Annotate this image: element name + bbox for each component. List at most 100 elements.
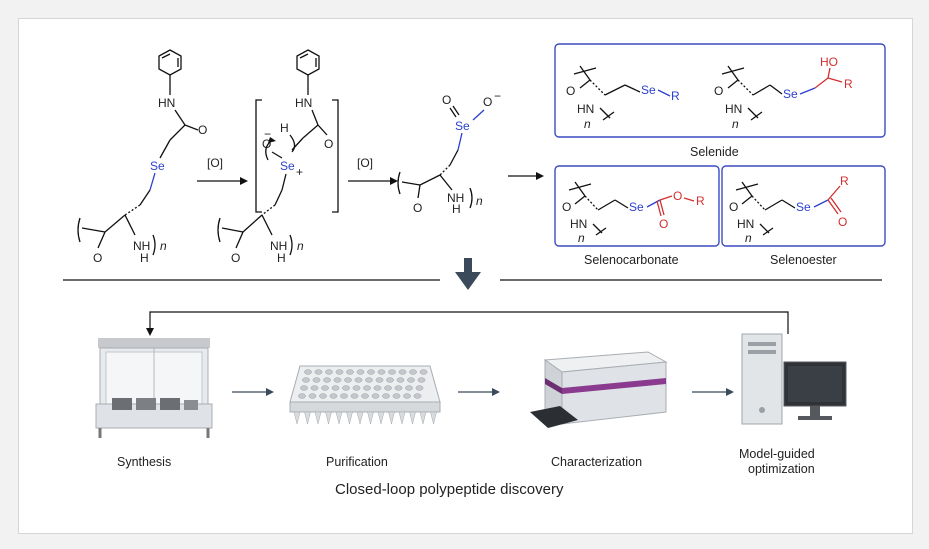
plate-well (352, 385, 361, 391)
atom-n: n (584, 117, 591, 131)
atom-o: O (729, 200, 738, 214)
atom-h: H (140, 251, 149, 265)
plate-well (392, 393, 401, 399)
plate-tip (377, 411, 385, 425)
atom-nh: NH (270, 239, 287, 253)
plate-well (407, 377, 415, 383)
selenide-box: O Se R HN n O Se HO R HN n Selenide (554, 43, 886, 159)
arrow-step-2 (458, 388, 500, 396)
atom-n: n (476, 194, 483, 208)
selenocarbonate-box: O Se O O R HN n Selenocarbonate (554, 165, 720, 267)
step-label-characterization: Characterization (551, 455, 642, 469)
plate-tip (325, 411, 332, 425)
molecule-3-seleninate: O Se O − O NH H n (397, 89, 501, 216)
plate-well (367, 369, 375, 375)
atom-o: O (442, 93, 451, 107)
atom-h: H (280, 121, 289, 135)
plate-well (361, 393, 369, 399)
atom-se: Se (629, 200, 644, 214)
plate-tip (304, 411, 311, 425)
plate-tip (293, 411, 301, 425)
plate-well (323, 377, 331, 383)
purification-plate-icon (289, 365, 441, 425)
atom-nh: NH (133, 239, 150, 253)
atom-r: R (696, 194, 705, 208)
plate-tip (419, 411, 427, 425)
plate-well (363, 385, 371, 391)
down-arrow-icon (455, 272, 481, 290)
atom-se: Se (641, 83, 656, 97)
plate-well (342, 385, 350, 391)
plate-tip (314, 411, 322, 425)
plate-well (350, 393, 359, 399)
plate-well (373, 385, 382, 391)
plate-well (354, 377, 363, 383)
bracket-left (255, 99, 262, 213)
plate-tip (346, 411, 353, 425)
atom-h: H (277, 251, 286, 265)
plate-well (302, 377, 310, 383)
atom-n: n (732, 117, 739, 131)
plate-well (304, 369, 312, 375)
atom-se: Se (150, 159, 165, 173)
atom-o: O (231, 251, 240, 265)
plate-well (300, 385, 308, 391)
atom-hn: HN (158, 96, 175, 110)
plate-well (382, 393, 390, 399)
plate-well (325, 369, 333, 375)
plate-tip (367, 411, 374, 425)
atom-n: n (160, 239, 167, 253)
plate-well (310, 385, 319, 391)
plate-well (388, 369, 396, 375)
plate-well (335, 369, 344, 375)
atom-o: O (562, 200, 571, 214)
atom-o: O (93, 251, 102, 265)
plate-tip (430, 411, 437, 425)
atom-o: O (413, 201, 422, 215)
step-label-synthesis: Synthesis (117, 455, 171, 469)
atom-o: O (566, 84, 575, 98)
plate-well (403, 393, 411, 399)
atom-h: H (452, 202, 461, 216)
plate-well (340, 393, 348, 399)
arrow-oxidation-1: [O] (197, 156, 248, 185)
feedback-loop-line (146, 311, 789, 336)
plate-well (409, 369, 417, 375)
atom-n: n (297, 239, 304, 253)
step-label-optimization-line1: Model-guided (739, 447, 815, 461)
plate-well (415, 385, 424, 391)
atom-ho: HO (820, 55, 838, 69)
plate-well (356, 369, 365, 375)
charge-plus: + (296, 165, 303, 179)
plate-well (398, 369, 407, 375)
atom-r: R (840, 174, 849, 188)
tip-row (293, 411, 437, 425)
plate-well (394, 385, 403, 391)
molecule-2-intermediate: HN O H O − Se + O NH H n (217, 49, 339, 265)
plate-well (314, 369, 323, 375)
plate-well (371, 393, 380, 399)
arrow-diversification (508, 172, 544, 180)
atom-hn: HN (570, 217, 587, 231)
atom-hn: HN (295, 96, 312, 110)
step-label-purification: Purification (326, 455, 388, 469)
atom-o-minus: O (483, 95, 492, 109)
characterization-reader-icon (530, 351, 668, 428)
plate-well (308, 393, 317, 399)
arrow-oxidation-2: [O] (348, 156, 398, 185)
plate-well (405, 385, 413, 391)
plate-well (417, 377, 426, 383)
atom-o: O (198, 123, 207, 137)
atom-se-plus: Se (280, 159, 295, 173)
atom-n: n (745, 231, 752, 245)
plate-well (386, 377, 394, 383)
atom-n: n (578, 231, 585, 245)
arrow-step-1 (232, 388, 274, 396)
arrow-step-3 (692, 388, 734, 396)
section-divider (63, 258, 882, 290)
atom-hn: HN (577, 102, 594, 116)
well-grid (298, 369, 428, 399)
plate-well (319, 393, 327, 399)
synthesis-robot-icon (95, 338, 213, 438)
